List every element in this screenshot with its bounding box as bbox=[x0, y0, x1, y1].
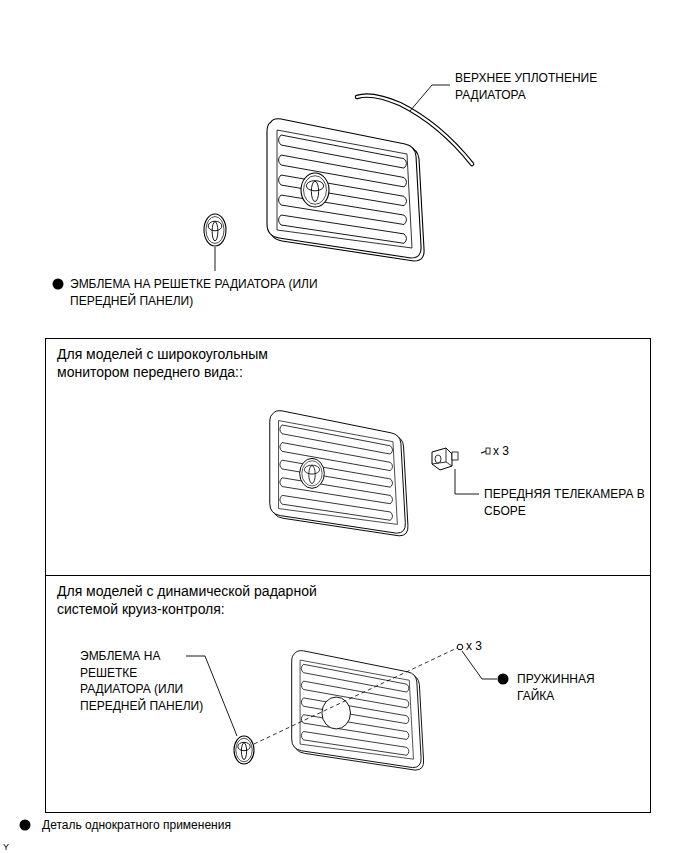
legend-text: Деталь однократного применения bbox=[42, 817, 231, 833]
toyota-emblem bbox=[234, 736, 254, 764]
toyota-emblem bbox=[204, 214, 226, 246]
section-heading: Для моделей с широкоугольным монитором п… bbox=[57, 345, 317, 381]
part-name: ЭМБЛЕМА НА РЕШЕТКЕ РАДИАТОРА (ИЛИ ПЕРЕДН… bbox=[80, 648, 208, 714]
leader-line bbox=[455, 469, 479, 494]
toyota-emblem bbox=[300, 458, 325, 488]
leader-line bbox=[186, 656, 237, 736]
screw bbox=[481, 448, 490, 454]
one-time-use-mark bbox=[498, 674, 509, 685]
leader-line bbox=[215, 247, 216, 271]
radiator-grille bbox=[267, 119, 424, 261]
one-time-use-mark bbox=[20, 820, 31, 831]
front-camera bbox=[432, 448, 458, 470]
radiator-grille bbox=[292, 651, 424, 770]
quantity: x 3 bbox=[466, 638, 482, 655]
section-heading: Для моделей с динамической радарной сист… bbox=[57, 582, 377, 618]
leader-line bbox=[462, 651, 497, 679]
part-name: ПРУЖИННАЯ ГАЙКА bbox=[517, 671, 627, 704]
part-name: ПЕРЕДНЯЯ ТЕЛЕКАМЕРА В СБОРЕ bbox=[484, 486, 684, 519]
radiator-grille bbox=[270, 411, 408, 536]
part-name: ВЕРХНЕЕ УПЛОТНЕНИЕ РАДИАТОРА bbox=[455, 70, 625, 103]
quantity: x 3 bbox=[493, 443, 509, 460]
figure-mark: Y bbox=[3, 839, 9, 853]
emblem-part bbox=[234, 736, 254, 764]
toyota-emblem bbox=[301, 173, 329, 207]
legend-row: Деталь однократного применения bbox=[42, 817, 231, 833]
part-name: ЭМБЛЕМА НА РЕШЕТКЕ РАДИАТОРА (ИЛИ ПЕРЕДН… bbox=[70, 276, 370, 309]
leader-line bbox=[410, 85, 450, 111]
dashed-line bbox=[254, 648, 457, 744]
emblem-part bbox=[204, 214, 226, 246]
spring-nut bbox=[457, 644, 463, 650]
section-box: Для моделей с широкоугольным монитором п… bbox=[45, 338, 651, 576]
one-time-use-mark bbox=[53, 279, 64, 290]
